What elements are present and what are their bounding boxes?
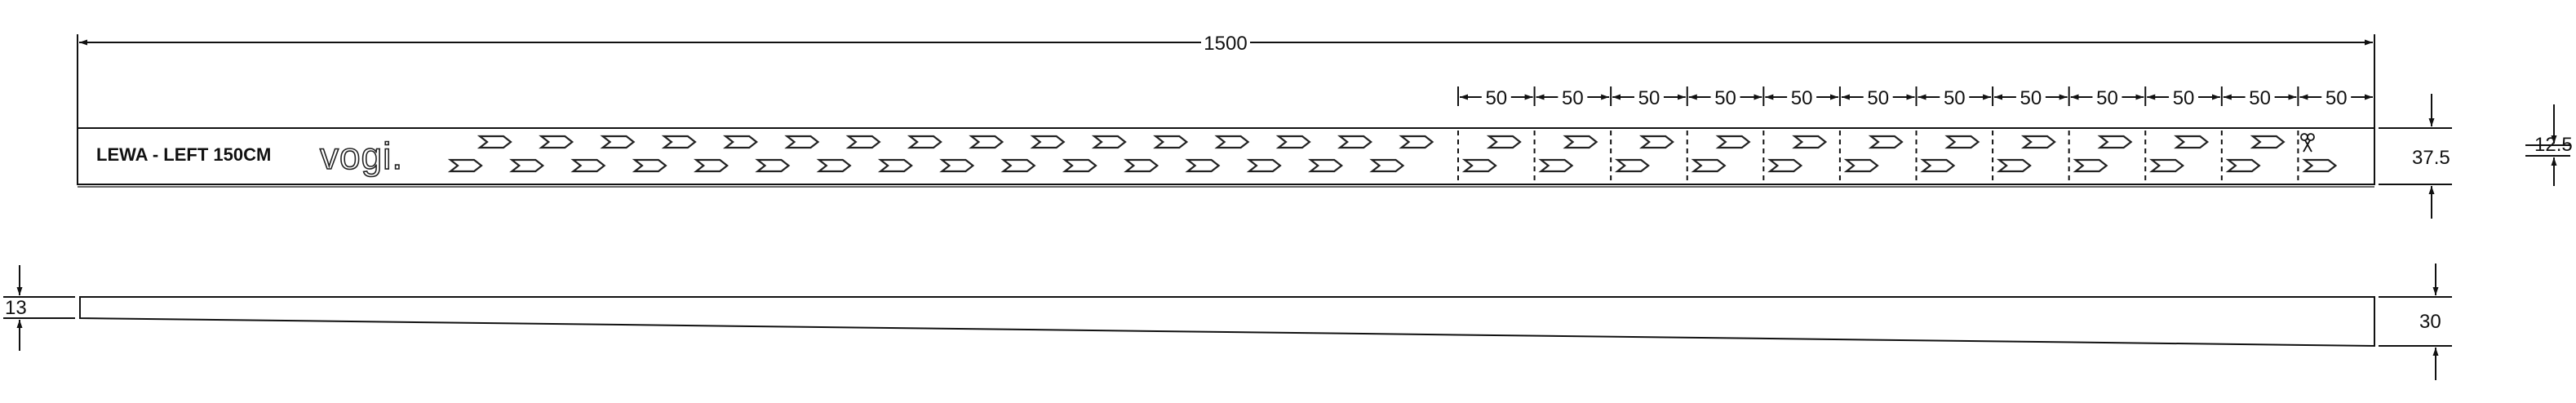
chevron-mark bbox=[477, 135, 512, 149]
chevron-mark bbox=[447, 158, 483, 173]
chevron-mark bbox=[1538, 158, 1574, 173]
chevron-mark bbox=[907, 135, 942, 149]
chevron-mark bbox=[1153, 135, 1189, 149]
chevron-mark bbox=[1996, 158, 2032, 173]
overall-length-dimension: 1500 bbox=[77, 33, 2375, 129]
chevron-mark bbox=[1715, 135, 1751, 149]
chevron-mark bbox=[1638, 135, 1674, 149]
chevron-mark bbox=[2149, 158, 2185, 173]
chevron-mark bbox=[539, 135, 574, 149]
chevron-mark bbox=[1563, 135, 1598, 149]
chevron-mark bbox=[1030, 135, 1066, 149]
chevron-mark bbox=[661, 135, 697, 149]
chevron-mark bbox=[1369, 158, 1405, 173]
side-thickness-label: 12.5 bbox=[2534, 134, 2573, 156]
profile-right-height-dimension: 30 bbox=[2379, 264, 2452, 380]
chevron-mark bbox=[939, 158, 975, 173]
chevron-mark bbox=[784, 135, 820, 149]
profile-left-height-label: 13 bbox=[5, 297, 27, 319]
plate-height-dimension: 37.5 bbox=[2379, 94, 2452, 219]
chevron-pattern bbox=[447, 135, 2338, 173]
drain-strip-top-view: LEWA - LEFT 150CM vogi. bbox=[77, 127, 2375, 188]
overall-length-label: 1500 bbox=[1204, 33, 1247, 55]
segment-length-label: 50 bbox=[1867, 87, 1889, 109]
chevron-mark bbox=[1246, 158, 1282, 173]
chevron-mark bbox=[1691, 158, 1727, 173]
chevron-mark bbox=[1843, 158, 1879, 173]
segment-length-label: 50 bbox=[1485, 87, 1507, 109]
chevron-mark bbox=[2073, 158, 2108, 173]
chevron-mark bbox=[1062, 158, 1097, 173]
scissors-icon bbox=[2300, 133, 2315, 153]
chevron-mark bbox=[1214, 135, 1250, 149]
segment-dimensions: 50 50 50 50 50 50 50 50 50 50 50 50 bbox=[1457, 86, 2375, 109]
segment-length-label: 50 bbox=[1714, 87, 1736, 109]
chevron-mark bbox=[2250, 135, 2286, 149]
chevron-mark bbox=[1275, 135, 1311, 149]
chevron-mark bbox=[1868, 135, 1904, 149]
segment-length-label: 50 bbox=[2173, 87, 2195, 109]
chevron-mark bbox=[1920, 158, 1956, 173]
chevron-mark bbox=[632, 158, 667, 173]
chevron-mark bbox=[1461, 158, 1497, 173]
segment-length-label: 50 bbox=[2249, 87, 2271, 109]
chevron-mark bbox=[1091, 135, 1127, 149]
segment-length-label: 50 bbox=[1791, 87, 1813, 109]
chevron-mark bbox=[1614, 158, 1650, 173]
chevron-mark bbox=[1124, 158, 1159, 173]
segment-length-label: 50 bbox=[1562, 87, 1584, 109]
segment-length-label: 50 bbox=[2325, 87, 2348, 109]
segment-length-label: 50 bbox=[2096, 87, 2118, 109]
chevron-mark bbox=[2097, 135, 2133, 149]
profile-right-height-label: 30 bbox=[2419, 311, 2441, 333]
segment-length-label: 50 bbox=[1638, 87, 1660, 109]
chevron-mark bbox=[877, 158, 913, 173]
chevron-mark bbox=[1000, 158, 1036, 173]
chevron-mark bbox=[509, 158, 545, 173]
drain-strip-side-profile bbox=[79, 296, 2375, 348]
side-thickness-dimension: 12.5 bbox=[2525, 104, 2573, 186]
profile-outline bbox=[79, 296, 2375, 348]
segment-length-label: 50 bbox=[1944, 87, 1966, 109]
chevron-mark bbox=[2020, 135, 2056, 149]
plate-height-label: 37.5 bbox=[2412, 147, 2450, 169]
strip-outline bbox=[77, 127, 2375, 185]
brand-logo: vogi. bbox=[320, 135, 403, 177]
chevron-mark bbox=[722, 135, 758, 149]
chevron-mark bbox=[1767, 158, 1803, 173]
chevron-mark bbox=[1307, 158, 1343, 173]
chevron-mark bbox=[2174, 135, 2210, 149]
chevron-mark bbox=[1185, 158, 1221, 173]
segment-length-label: 50 bbox=[2020, 87, 2042, 109]
chevron-mark bbox=[1486, 135, 1522, 149]
chevron-mark bbox=[1792, 135, 1828, 149]
chevron-mark bbox=[1944, 135, 1980, 149]
chevron-mark bbox=[755, 158, 791, 173]
chevron-mark bbox=[2225, 158, 2261, 173]
chevron-mark bbox=[600, 135, 636, 149]
chevron-mark bbox=[693, 158, 729, 173]
chevron-mark bbox=[2302, 158, 2338, 173]
chevron-mark bbox=[816, 158, 852, 173]
chevron-mark bbox=[969, 135, 1004, 149]
chevron-mark bbox=[570, 158, 606, 173]
chevron-mark bbox=[1399, 135, 1434, 149]
profile-left-height-dimension: 13 bbox=[3, 265, 75, 351]
chevron-mark bbox=[845, 135, 881, 149]
product-label: LEWA - LEFT 150CM bbox=[96, 144, 271, 165]
chevron-mark bbox=[1337, 135, 1372, 149]
